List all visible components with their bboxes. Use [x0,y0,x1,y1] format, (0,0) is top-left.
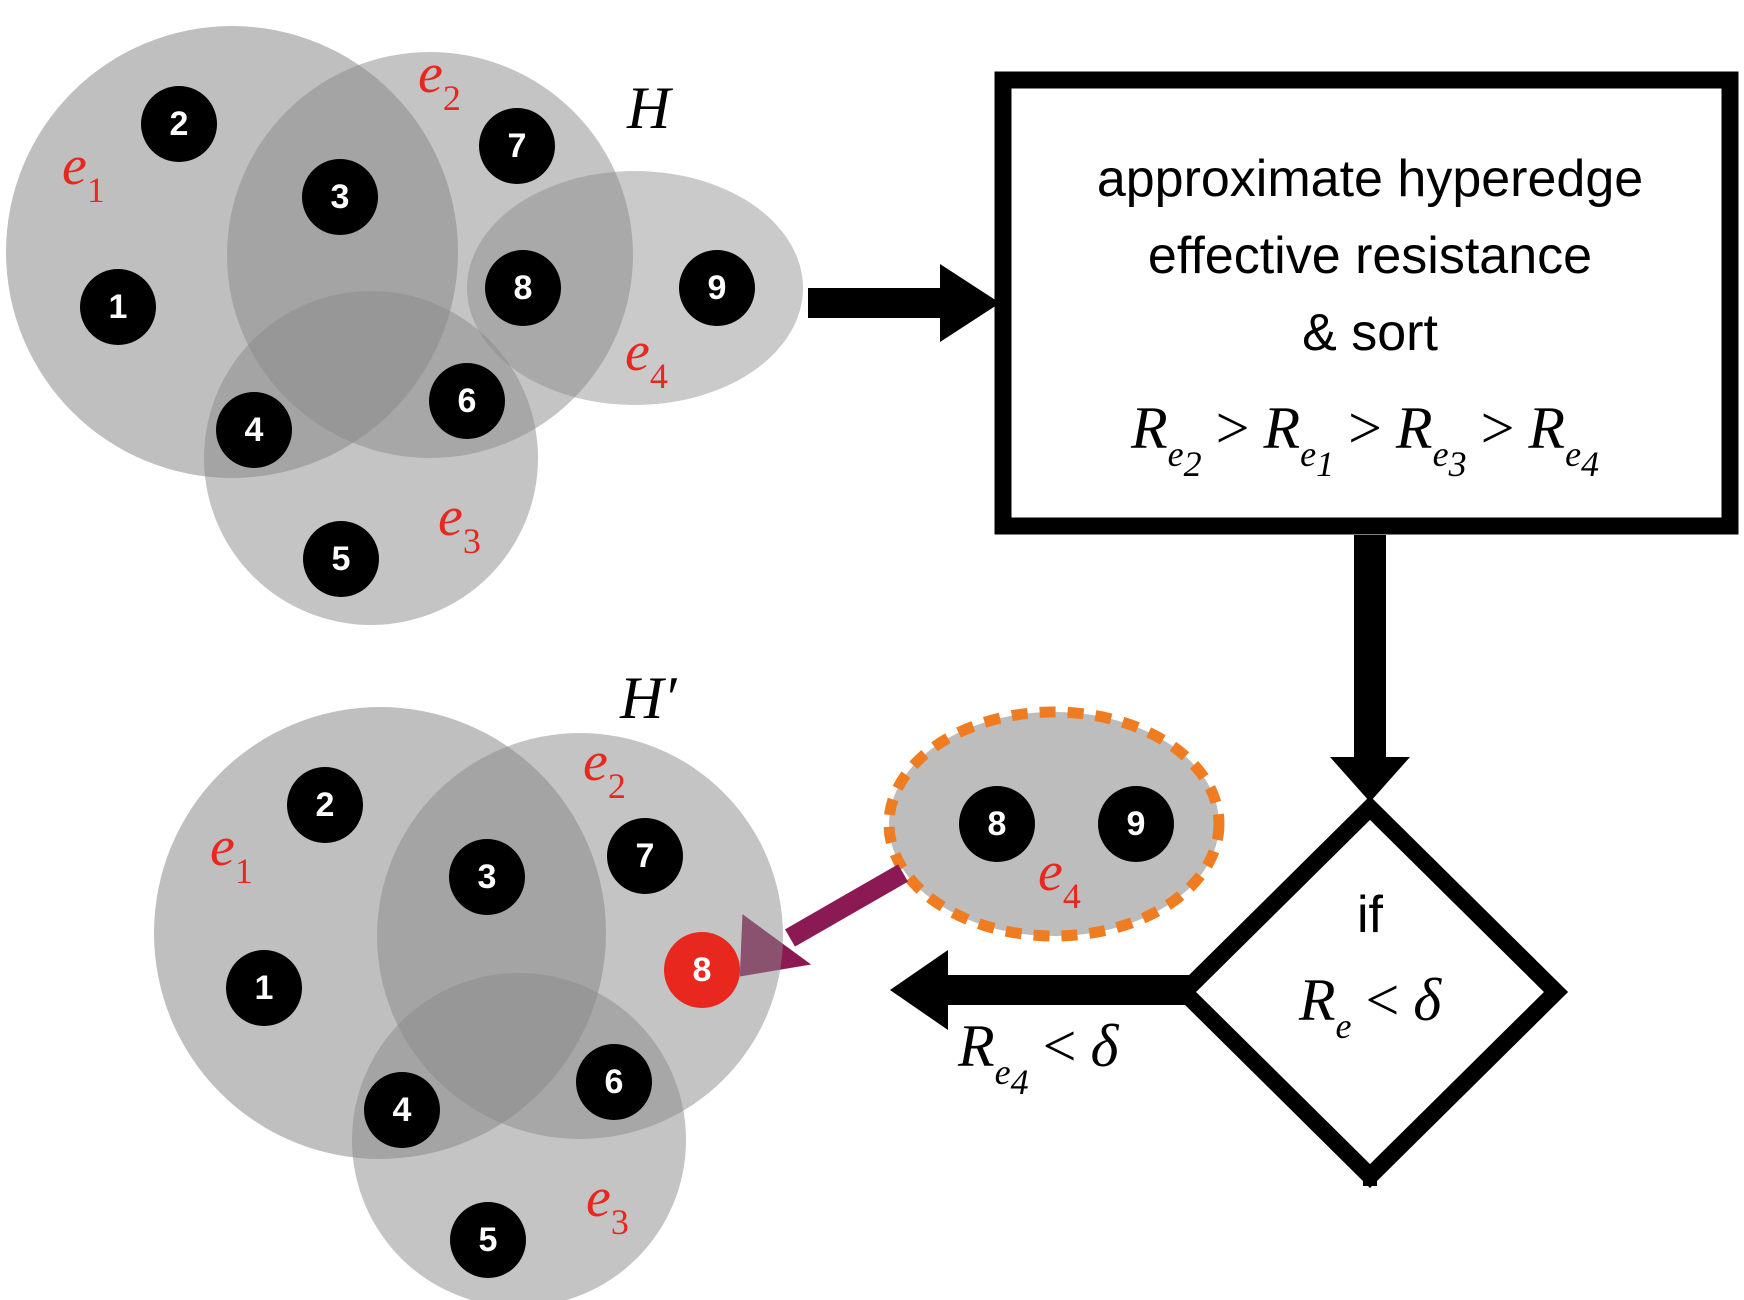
graph-node: 5 [303,521,379,597]
process-box-line-2: effective resistance [1148,227,1592,285]
graph-title-h: H [626,75,674,141]
svg-text:5: 5 [479,1221,498,1259]
hyperedge-label-e3: e3 [586,1167,629,1242]
svg-text:7: 7 [508,127,527,165]
resistance-ordering: Re2>Re1>Re3>Re4 [1130,395,1599,484]
svg-text:1: 1 [109,288,128,326]
decision-keyword: if [1357,886,1384,944]
svg-text:8: 8 [988,805,1007,843]
svg-text:8: 8 [514,269,533,307]
decision-condition: Re<δ [1298,967,1442,1046]
hyperedge-label-e2: e2 [583,731,626,806]
svg-text:3: 3 [478,858,497,896]
graph-node: 4 [364,1072,440,1148]
graph-node: 8 [959,786,1035,862]
graph-node: 5 [450,1202,526,1278]
graph-title-h-prime: H′ [619,665,677,731]
process-box-line-1: approximate hyperedge [1097,150,1643,208]
svg-text:1: 1 [255,969,274,1007]
svg-text:5: 5 [332,540,351,578]
svg-text:9: 9 [708,269,727,307]
top-hypergraph: 2 7 3 8 9 1 6 4 5 H e1 e2 e3 e4 [6,26,803,625]
bottom-hypergraph: 2 7 3 8 1 6 4 5 H′ e1 e2 e3 [154,665,783,1300]
svg-text:4: 4 [245,411,264,449]
process-box: approximate hyperedge effective resistan… [994,71,1739,535]
graph-node: 3 [449,839,525,915]
hyperedge-label-e3: e3 [438,486,481,561]
graph-node: 1 [80,269,156,345]
hyperedge-label-e2: e2 [418,43,461,118]
graph-node: 7 [479,108,555,184]
process-box-line-3: & sort [1302,304,1438,362]
branch-condition-label: Re4<δ [957,1013,1119,1102]
svg-text:2: 2 [316,786,335,824]
svg-text:4: 4 [393,1091,412,1129]
graph-node: 9 [679,250,755,326]
graph-node: 9 [1098,786,1174,862]
svg-text:6: 6 [458,382,477,420]
arrow-branch-left: Re4<δ [890,950,1192,1102]
arrow-to-process-box [808,264,1000,342]
hyperedge-label-e1: e1 [62,135,105,210]
svg-text:9: 9 [1127,805,1146,843]
hyperedge-label-e4: e4 [625,321,668,396]
graph-node: 4 [216,392,292,468]
hyperedge-label-e1: e1 [210,816,253,891]
graph-node: 3 [302,159,378,235]
graph-node: 6 [429,363,505,439]
svg-text:6: 6 [605,1063,624,1101]
graph-node: 2 [141,86,217,162]
svg-text:8: 8 [693,951,712,989]
hyperedge-e4-region [467,171,803,405]
svg-text:7: 7 [636,837,655,875]
graph-node: 8 [485,250,561,326]
removed-hyperedge-e4: 8 9 e4 [883,706,1225,942]
graph-node: 7 [607,818,683,894]
highlighted-merged-node: 8 [664,932,740,1008]
arrow-to-decision [1330,535,1410,802]
svg-text:2: 2 [170,105,189,143]
svg-text:3: 3 [331,178,350,216]
removed-edge-label: e4 [1038,841,1081,916]
graph-node: 1 [226,950,302,1026]
graph-node: 2 [287,767,363,843]
decision-diamond: if Re<δ [1171,796,1569,1188]
graph-node: 6 [576,1044,652,1120]
